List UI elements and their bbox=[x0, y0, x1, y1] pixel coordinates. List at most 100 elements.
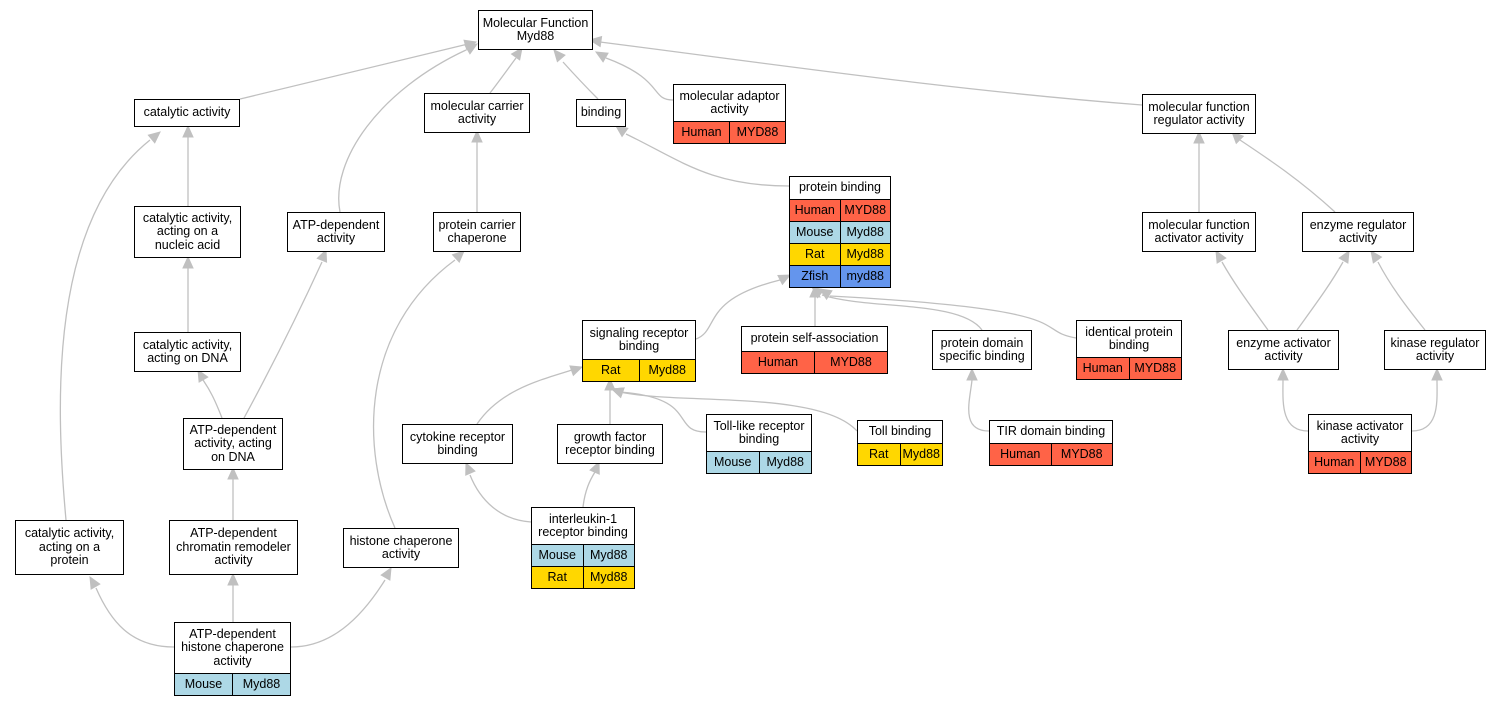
go-term-title: catalytic activity,acting on DNA bbox=[135, 333, 240, 371]
go-term-title-line: interleukin-1 bbox=[548, 511, 618, 526]
arrowhead-carrier-to-mf bbox=[510, 47, 523, 61]
go-term-node-catalytic[interactable]: catalytic activity bbox=[134, 99, 240, 127]
species-cell-human: Human bbox=[1082, 361, 1123, 375]
edge-protbind-to-binding bbox=[625, 133, 790, 187]
arrowhead-atphist-to-remodeler bbox=[227, 572, 239, 586]
go-term-title-line: activity bbox=[1340, 432, 1380, 446]
species-cell-human: Human bbox=[1000, 447, 1041, 461]
gene-symbol-cell: MYD88 bbox=[1128, 358, 1182, 379]
arrowhead-il1-to-cytokine bbox=[465, 461, 476, 476]
arrowhead-enzreg-to-regulator bbox=[1231, 131, 1245, 145]
gene-symbol-cell: Myd88 bbox=[839, 222, 891, 243]
go-term-title-line: binding bbox=[618, 339, 660, 353]
edge-atpdna-to-atpdep bbox=[243, 261, 323, 419]
arrowhead-adaptor-to-mf bbox=[594, 51, 609, 63]
go-term-title-line: Myd88 bbox=[516, 29, 555, 43]
go-term-title-line: molecular adaptor bbox=[679, 88, 780, 103]
edge-kinact-to-kinreg bbox=[1411, 379, 1438, 432]
go-term-title-line: receptor binding bbox=[565, 443, 655, 457]
edge-catprot-to-catalytic bbox=[59, 139, 151, 521]
go-term-title-line: activity, acting bbox=[194, 436, 272, 451]
go-term-title-line: activity bbox=[381, 547, 421, 561]
go-term-title-line: binding bbox=[1108, 338, 1150, 352]
go-term-title-line: molecular function bbox=[1148, 99, 1250, 114]
edge-cytokine-to-sigrec bbox=[476, 369, 573, 425]
edge-atpdna-to-catdna bbox=[202, 379, 223, 419]
go-term-title-line: nucleic acid bbox=[154, 237, 221, 252]
go-term-node-binding[interactable]: binding bbox=[576, 99, 626, 127]
go-term-node-catdna[interactable]: catalytic activity,acting on DNA bbox=[134, 332, 241, 372]
go-term-title-line: ATP-dependent bbox=[189, 626, 276, 641]
go-term-title: binding bbox=[577, 100, 625, 126]
edge-toll-to-sigrec bbox=[619, 391, 858, 432]
arrowhead-catdna-to-catnuc bbox=[182, 255, 194, 269]
go-term-title-line: activity bbox=[1415, 349, 1455, 363]
edge-carrier-to-mf bbox=[489, 57, 517, 94]
edge-regulator-to-mf bbox=[599, 41, 1143, 106]
species-cell-mouse: Mouse bbox=[538, 548, 577, 562]
species-cell-human: Human bbox=[681, 125, 722, 139]
go-term-title-line: activity bbox=[457, 112, 497, 126]
edge-tir-to-domain bbox=[968, 379, 990, 432]
go-term-title-line: growth factor bbox=[573, 429, 647, 444]
arrowhead-catprot-to-catalytic bbox=[147, 131, 161, 144]
arrowhead-toll-to-sigrec bbox=[610, 387, 625, 399]
go-term-title-line: cytokine receptor bbox=[409, 429, 506, 444]
edge-enzact-to-activator bbox=[1221, 261, 1269, 331]
species-cell-rat: Rat bbox=[805, 247, 825, 261]
gene-symbol-cell: MYD88 bbox=[1359, 452, 1412, 473]
arrowhead-atpdna-to-catdna bbox=[197, 368, 209, 383]
gene-symbol-cell: Myd88 bbox=[758, 452, 812, 473]
edge-atpdep-to-mf bbox=[338, 49, 467, 213]
go-term-title-line: enzyme regulator bbox=[1309, 217, 1407, 232]
species-cell-human: Human bbox=[757, 355, 799, 369]
go-term-title-line: binding bbox=[738, 432, 780, 446]
arrowhead-activator-to-regulator bbox=[1193, 130, 1205, 144]
species-cell-mouse: Mouse bbox=[795, 225, 834, 239]
gene-symbol-cell: myd88 bbox=[839, 266, 891, 287]
edge-kinact-to-enzact bbox=[1282, 379, 1309, 432]
gene-symbol-cell: MYD88 bbox=[814, 352, 887, 373]
